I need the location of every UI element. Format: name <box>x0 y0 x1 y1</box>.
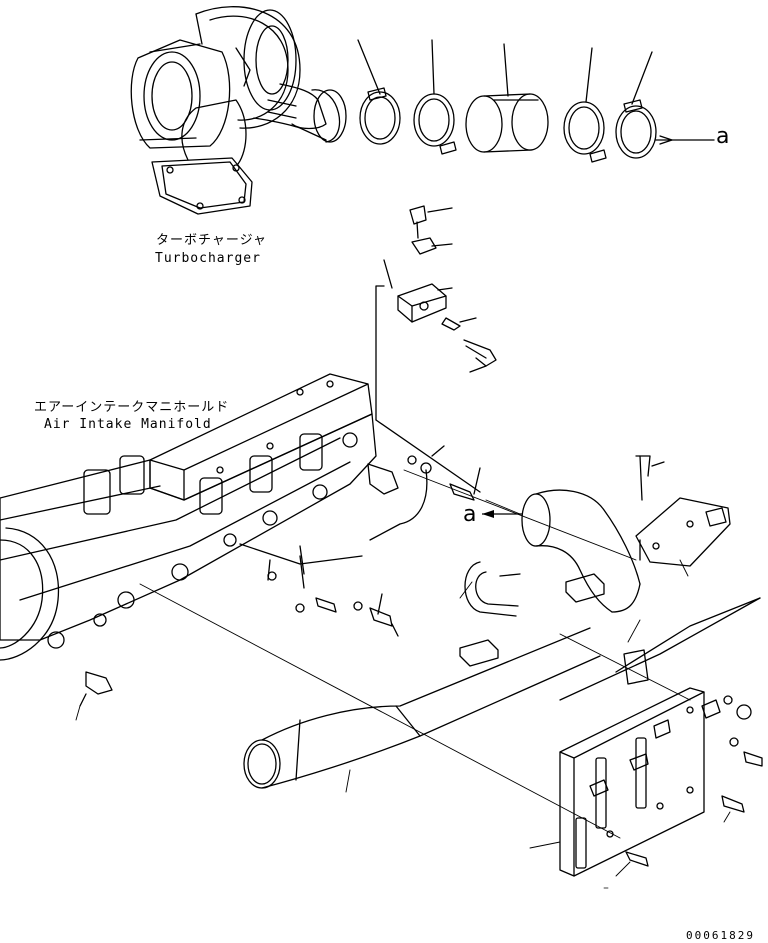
turbocharger-label-jp: ターボチャージャ <box>156 233 267 248</box>
drawing-number: 00061829 <box>686 929 755 942</box>
bracket-stack <box>375 205 497 421</box>
intake-manifold-drawing <box>0 373 399 707</box>
reference-a-middle: a <box>463 502 477 527</box>
turbocharger-label-en: Turbocharger <box>155 251 261 266</box>
turbocharger-drawing <box>130 6 347 215</box>
reference-a-top: a <box>716 124 730 149</box>
mounting-plate <box>559 597 763 877</box>
intake-pipe <box>243 489 649 789</box>
harness-small-parts <box>239 419 481 637</box>
manifold-label-en: Air Intake Manifold <box>44 417 212 432</box>
manifold-label-jp: エアーインテークマニホールド <box>34 400 230 415</box>
leader-lines <box>75 469 731 877</box>
mounting-bracket <box>635 455 731 567</box>
clamp-hose-set <box>357 39 715 163</box>
